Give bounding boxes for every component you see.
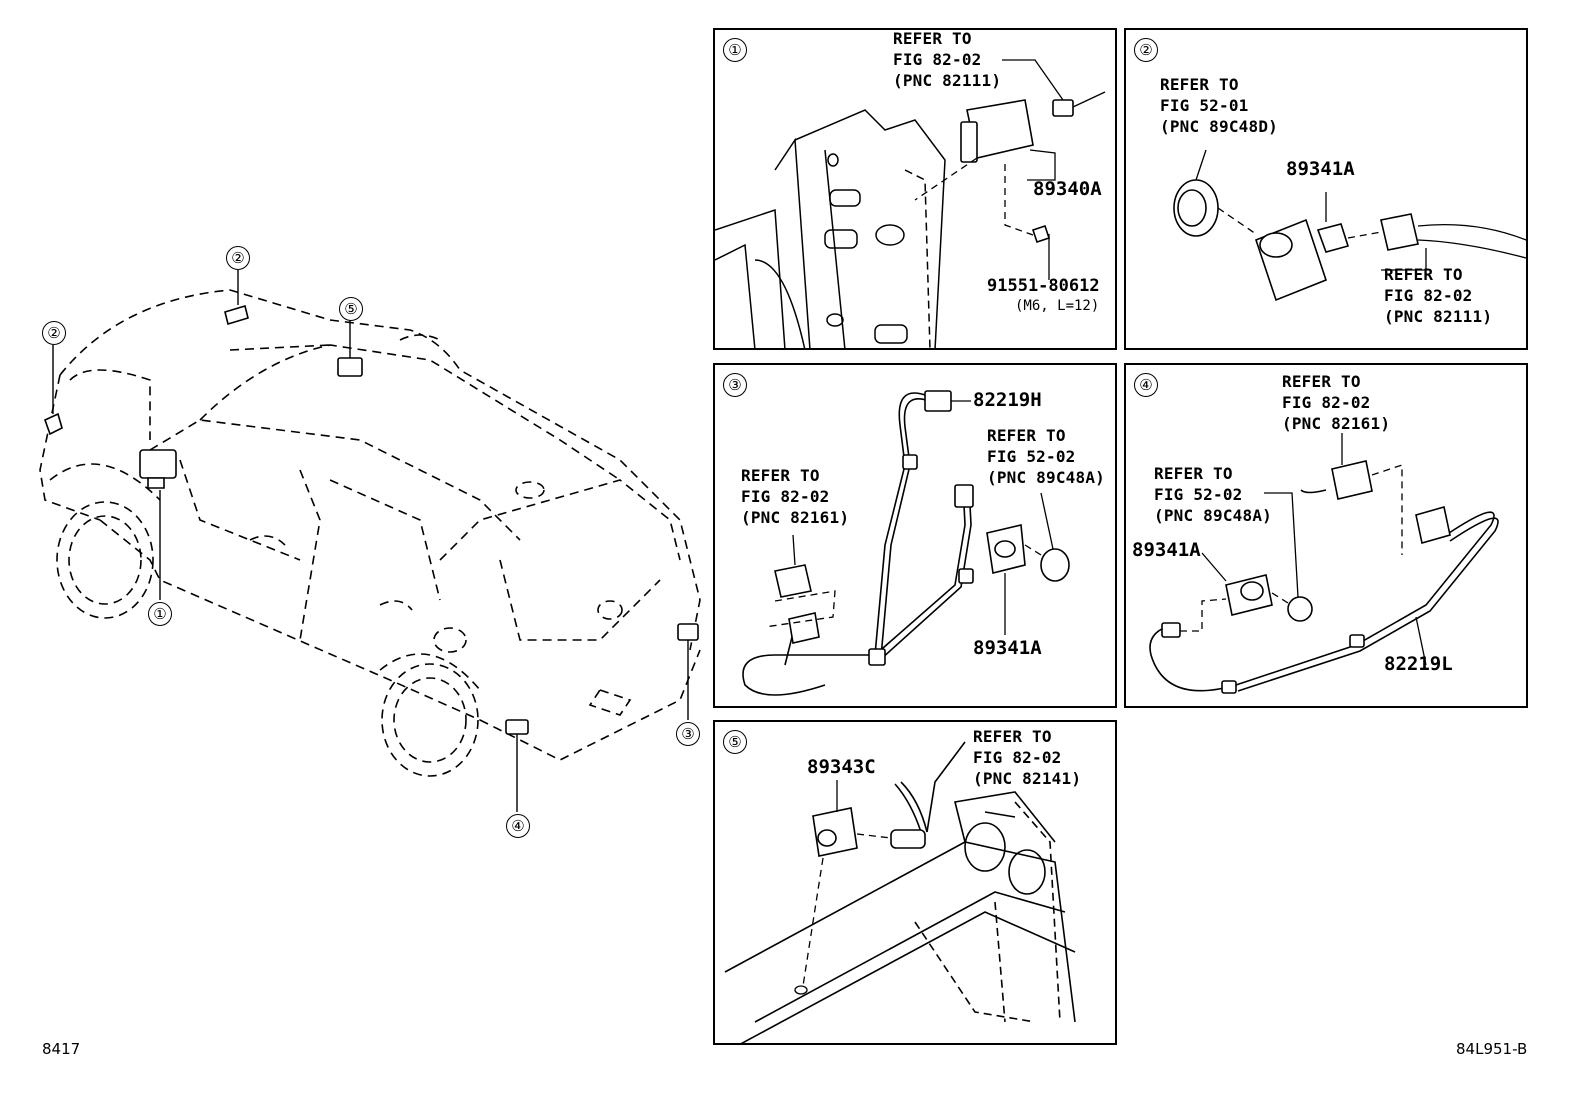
panel-5-part-89343C[interactable]: 89343C xyxy=(807,756,876,778)
panel-2-number: ② xyxy=(1134,38,1158,62)
panel-4-refer2-line-3: (PNC 89C48A) xyxy=(1154,506,1272,525)
panel-3-refer-line-1: REFER TO xyxy=(741,466,820,485)
panel-5-art xyxy=(715,722,1117,1045)
panel-4-refer2-line-2: FIG 52-02 xyxy=(1154,485,1243,504)
panel-2-refer2-line-3: (PNC 82111) xyxy=(1384,307,1493,326)
overview-callout-1: ① xyxy=(148,602,172,626)
panel-3-art xyxy=(715,365,1117,708)
panel-2-refer-line-3: (PNC 89C48D) xyxy=(1160,117,1278,136)
panel-4-part-89341A[interactable]: 89341A xyxy=(1132,539,1201,561)
panel-3-refer2-line-1: REFER TO xyxy=(987,426,1066,445)
panel-2-refer-line-2: FIG 52-01 xyxy=(1160,96,1249,115)
panel-4-refer-line-3: (PNC 82161) xyxy=(1282,414,1391,433)
panel-5-refer-line-3: (PNC 82141) xyxy=(973,769,1082,788)
panel-4-art xyxy=(1126,365,1528,708)
overview-callout-3: ③ xyxy=(676,722,700,746)
panel-3-part-82219H[interactable]: 82219H xyxy=(973,389,1042,411)
vehicle-illustration xyxy=(0,0,712,1000)
panel-3-refer-line-2: FIG 82-02 xyxy=(741,487,830,506)
detail-panel-5: ⑤ 89343C REFER TO FIG 82-02 (PNC 82141) xyxy=(713,720,1117,1045)
panel-2-art xyxy=(1126,30,1528,350)
panel-4-refer-line-1: REFER TO xyxy=(1282,372,1361,391)
panel-4-part-82219L[interactable]: 82219L xyxy=(1384,653,1453,675)
footer-left-code: 8417 xyxy=(42,1040,81,1058)
panel-5-refer-line-2: FIG 82-02 xyxy=(973,748,1062,767)
sensor-5 xyxy=(338,358,362,376)
sensor-1 xyxy=(140,450,176,478)
overview-callout-4: ④ xyxy=(506,814,530,838)
panel-3-number: ③ xyxy=(723,373,747,397)
footer-right-code: 84L951-B xyxy=(1456,1040,1528,1058)
vehicle-overview: ① ② ② ③ ④ ⑤ xyxy=(0,0,712,1000)
panel-4-number: ④ xyxy=(1134,373,1158,397)
panel-2-refer-line-1: REFER TO xyxy=(1160,75,1239,94)
panel-3-refer2-line-2: FIG 52-02 xyxy=(987,447,1076,466)
panel-1-part-91551-80612[interactable]: 91551-80612 xyxy=(987,276,1100,296)
detail-panel-2: ② REFER TO FIG 52-01 (PNC 89C48D) 89341A… xyxy=(1124,28,1528,350)
detail-panel-1: ① REFER TO FIG 82-02 (PNC 82111) 89340A … xyxy=(713,28,1117,350)
panel-2-refer2-line-2: FIG 82-02 xyxy=(1384,286,1473,305)
panel-5-refer-line-1: REFER TO xyxy=(973,727,1052,746)
panel-1-part-89340A[interactable]: 89340A xyxy=(1033,178,1102,200)
panel-3-refer2-line-3: (PNC 89C48A) xyxy=(987,468,1105,487)
overview-callout-5: ⑤ xyxy=(339,297,363,321)
sensor-4 xyxy=(506,720,528,734)
overview-callout-2-side: ② xyxy=(42,321,66,345)
panel-1-refer-line-1: REFER TO xyxy=(893,29,972,48)
panel-3-part-89341A[interactable]: 89341A xyxy=(973,637,1042,659)
sensor-2-side xyxy=(45,414,62,434)
panel-4-refer2-line-1: REFER TO xyxy=(1154,464,1233,483)
sensor-3 xyxy=(678,624,698,640)
overview-callout-2-top: ② xyxy=(226,246,250,270)
panel-3-refer-line-3: (PNC 82161) xyxy=(741,508,850,527)
panel-2-part-89341A[interactable]: 89341A xyxy=(1286,158,1355,180)
panel-1-refer-line-2: FIG 82-02 xyxy=(893,50,982,69)
panel-4-refer-line-2: FIG 82-02 xyxy=(1282,393,1371,412)
panel-1-bolt-note: (M6, L=12) xyxy=(1015,298,1100,314)
detail-panel-3: ③ 82219H REFER TO FIG 82-02 (PNC 82161) … xyxy=(713,363,1117,708)
panel-1-art xyxy=(715,30,1117,350)
detail-panel-4: ④ REFER TO FIG 82-02 (PNC 82161) REFER T… xyxy=(1124,363,1528,708)
sensor-2-top xyxy=(225,306,248,324)
panel-2-refer2-line-1: REFER TO xyxy=(1384,265,1463,284)
panel-1-refer-line-3: (PNC 82111) xyxy=(893,71,1002,90)
panel-5-number: ⑤ xyxy=(723,730,747,754)
panel-1-number: ① xyxy=(723,38,747,62)
sensor-1-mount xyxy=(148,478,164,488)
